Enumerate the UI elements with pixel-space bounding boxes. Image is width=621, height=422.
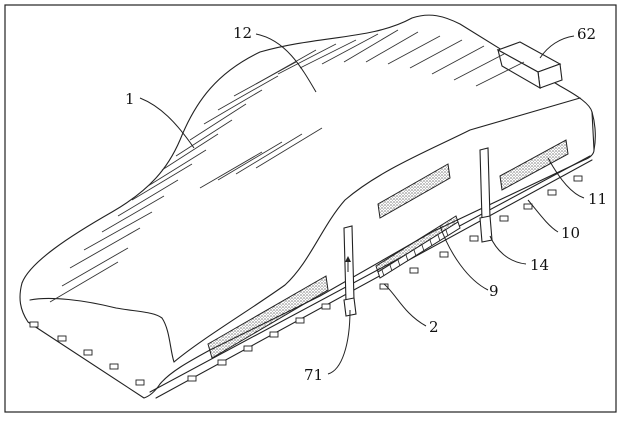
- figure-border: [4, 4, 617, 413]
- arrow-71-head: [345, 256, 351, 262]
- post-14: [479, 147, 491, 221]
- leader-lines: [139, 33, 585, 375]
- side-face-crown-line: [173, 97, 581, 363]
- connector-62: [496, 41, 563, 90]
- leader-9: [439, 225, 489, 291]
- post-14-foot: [479, 215, 493, 243]
- label-1: 1: [125, 90, 135, 108]
- leader-62: [539, 35, 575, 59]
- label-14: 14: [530, 256, 549, 274]
- post-71-foot: [343, 297, 357, 317]
- bottom-tabs: [29, 175, 583, 386]
- post-71: [343, 225, 355, 303]
- housing-top-outline: [21, 14, 593, 284]
- rail-9: [375, 215, 461, 279]
- leader-14: [489, 235, 527, 265]
- label-12: 12: [233, 24, 252, 42]
- housing: [19, 14, 596, 399]
- base-strip: [149, 155, 591, 393]
- label-10: 10: [561, 224, 580, 242]
- base-strip-lower: [155, 159, 593, 399]
- leader-10: [527, 199, 559, 233]
- vent-panels-11: [207, 139, 569, 359]
- leader-2: [383, 283, 427, 327]
- side-face-top-line: [29, 297, 175, 363]
- label-9: 9: [489, 282, 499, 300]
- leader-71: [327, 309, 351, 375]
- leader-12: [255, 33, 317, 93]
- label-62: 62: [577, 25, 596, 43]
- housing-bottom-edge: [19, 159, 585, 399]
- rear-face: [591, 111, 596, 151]
- label-11: 11: [588, 190, 607, 208]
- leader-1: [139, 97, 195, 149]
- vent-panel-left: [207, 275, 329, 359]
- leader-11: [547, 157, 585, 199]
- label-2: 2: [429, 318, 439, 336]
- posts: [343, 147, 493, 317]
- housing-right-corner: [583, 111, 595, 161]
- vent-panel-middle: [377, 163, 451, 219]
- top-fin-lines: [49, 29, 525, 303]
- rail-teeth: [381, 229, 449, 277]
- label-71: 71: [304, 366, 323, 384]
- vent-panel-right: [499, 139, 569, 191]
